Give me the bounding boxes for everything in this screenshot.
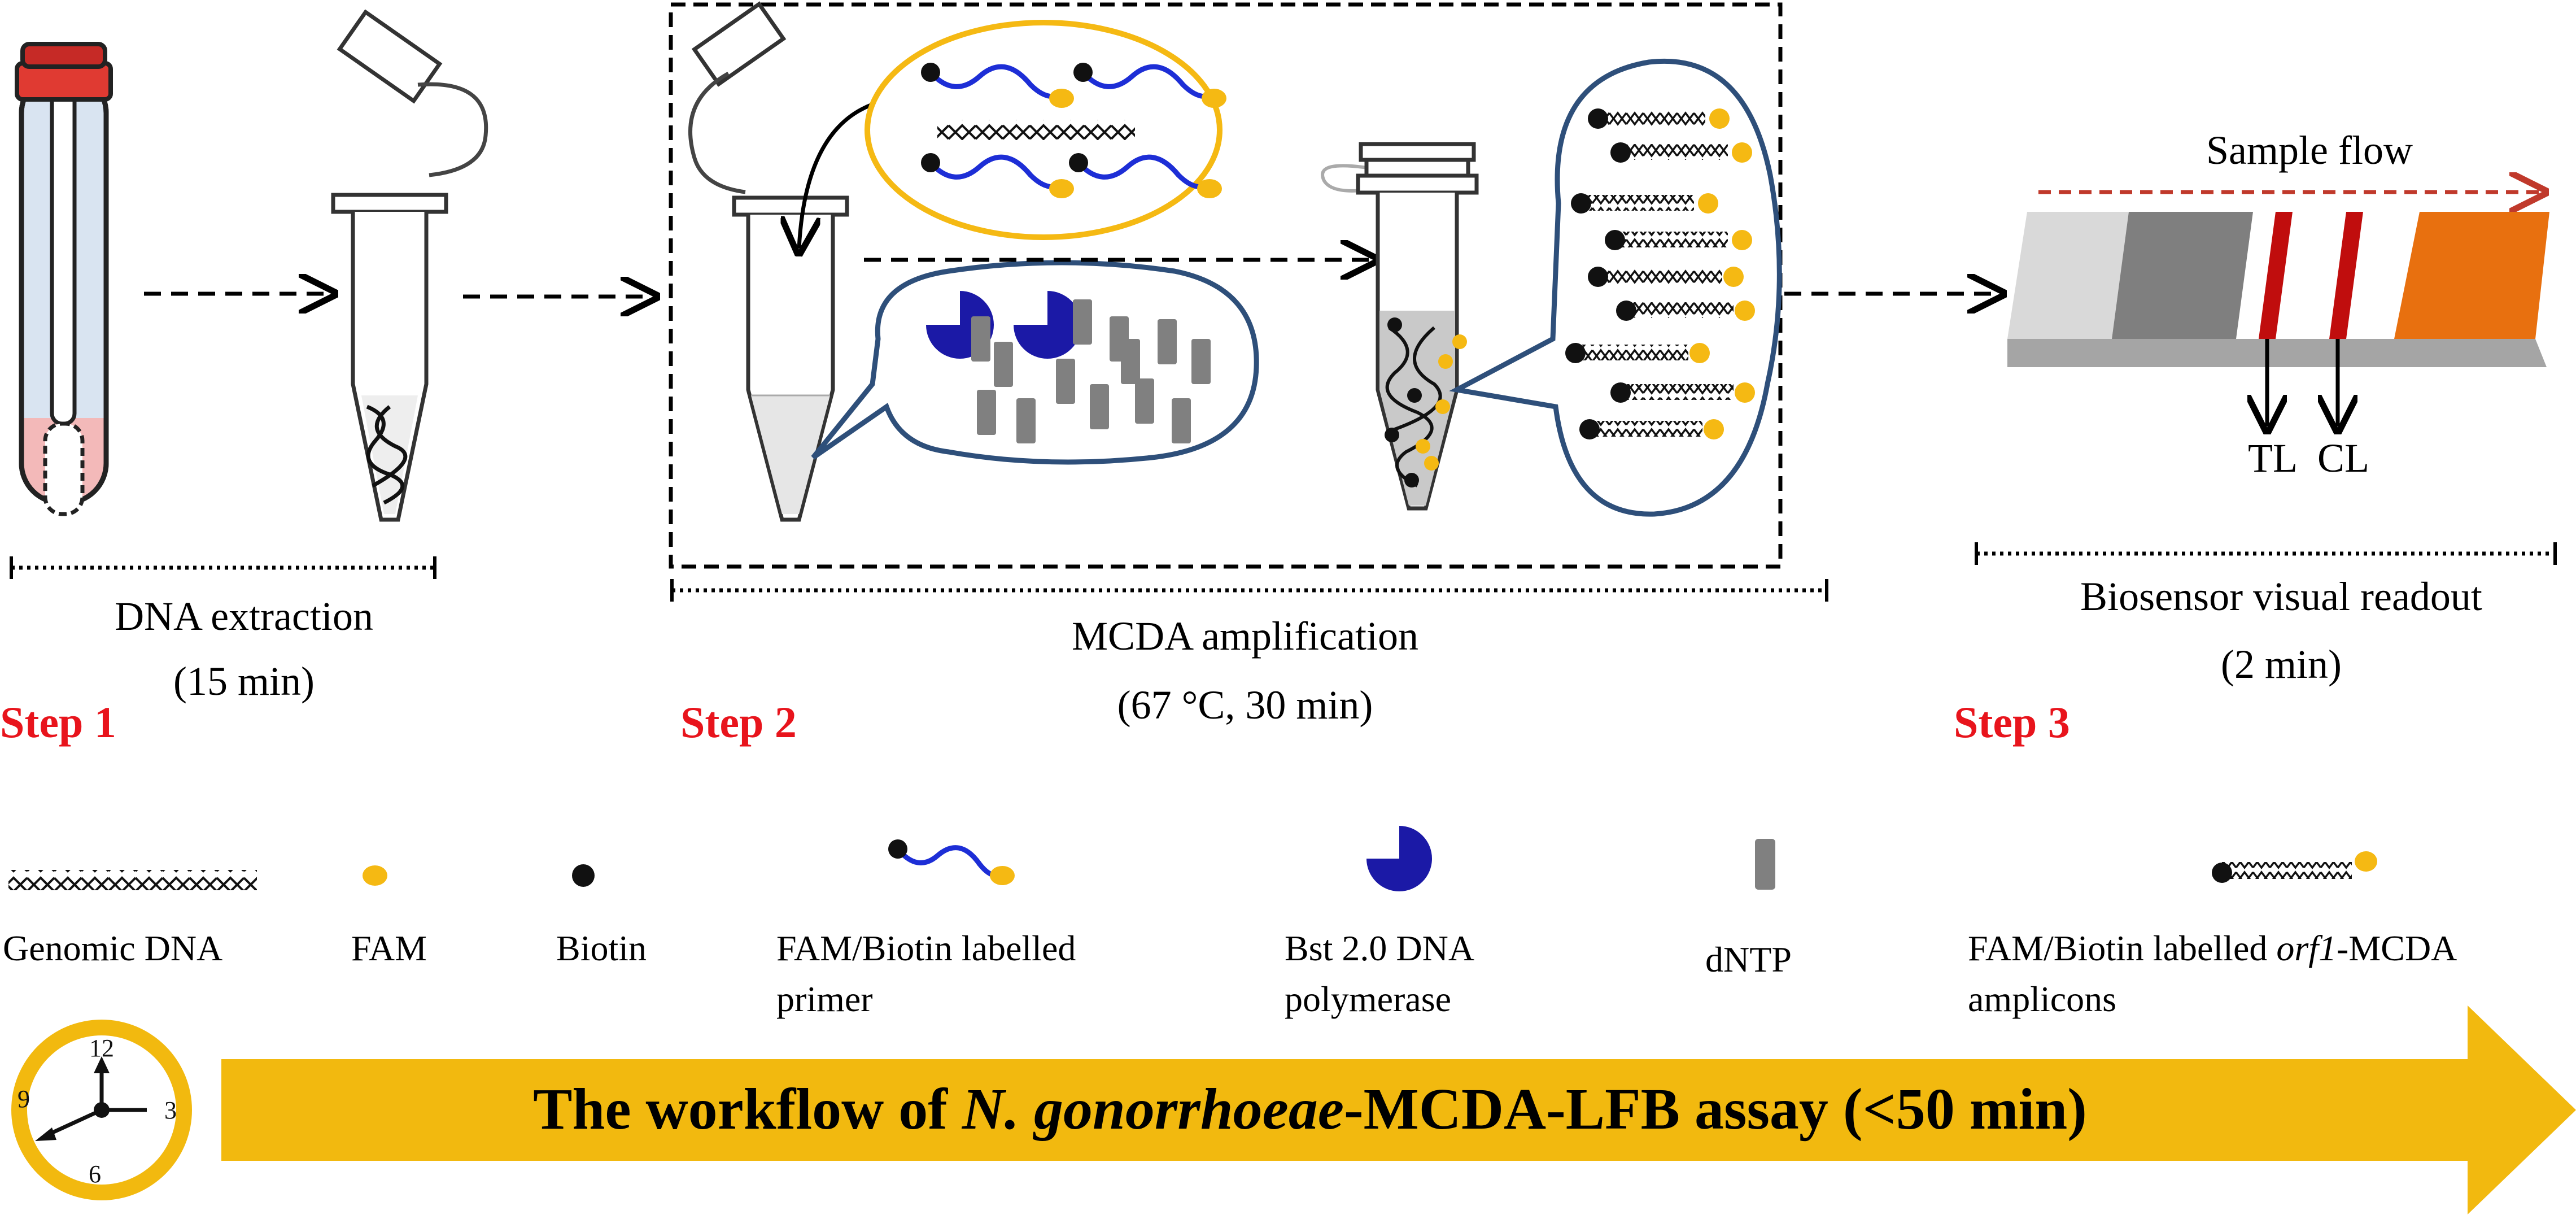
legend-dntp: dNTP: [1705, 939, 1792, 979]
sample-tube-icon: [15, 42, 113, 516]
clock-3: 3: [164, 1096, 177, 1124]
legend-fam: FAM: [351, 928, 427, 968]
step3-label: Step 3: [1954, 698, 2070, 747]
test-line-label: TL: [2248, 436, 2298, 481]
workflow-banner: [221, 1005, 2576, 1214]
clock-6: 6: [89, 1160, 101, 1188]
sample-flow-label: Sample flow: [2206, 128, 2413, 173]
legend-amplicon-line2: amplicons: [1968, 979, 2116, 1019]
step1-title: DNA extraction: [115, 594, 373, 639]
legend-amplicon-line1: FAM/Biotin labelled orf1-MCDA: [1968, 928, 2457, 968]
clock-icon: 12 3 6 9: [11, 1020, 192, 1200]
heated-tube-icon: [1321, 142, 1479, 511]
enzyme-bubble: [811, 260, 1259, 465]
reaction-tube-icon: [688, 1, 849, 522]
primer-icon: [888, 839, 1015, 885]
step1-time: (15 min): [173, 659, 315, 704]
dna-helix-icon: [8, 870, 257, 890]
dntp-icon: [1755, 839, 1775, 890]
primer-bubble: [865, 20, 1226, 240]
step2-label: Step 2: [680, 698, 797, 747]
step1-label: Step 1: [0, 698, 116, 747]
control-line-label: CL: [2317, 436, 2369, 481]
clock-12: 12: [89, 1034, 114, 1062]
banner-text: The workflow of N. gonorrhoeae-MCDA-LFB …: [533, 1077, 2087, 1142]
legend-primer-line1: FAM/Biotin labelled: [776, 928, 1076, 968]
polymerase-icon: [1366, 826, 1432, 891]
fam-icon: [363, 865, 387, 886]
step3-title: Biosensor visual readout: [2080, 574, 2482, 619]
legend-polymerase-line2: polymerase: [1285, 979, 1451, 1019]
legend-primer-line2: primer: [776, 979, 873, 1019]
legend-biotin: Biotin: [556, 928, 647, 968]
step2-title: MCDA amplification: [1072, 613, 1418, 659]
biotin-icon: [572, 864, 595, 887]
step2-time: (67 °C, 30 min): [1117, 682, 1373, 728]
legend-genomic-dna: Genomic DNA: [3, 928, 222, 968]
extraction-tube-icon: [331, 9, 488, 522]
legend-polymerase-line1: Bst 2.0 DNA: [1285, 928, 1474, 968]
clock-9: 9: [18, 1085, 30, 1113]
lateral-flow-strip: Sample flow TL CL: [2007, 128, 2549, 481]
amplicon-icon: [2212, 851, 2377, 883]
step3-time: (2 min): [2221, 642, 2342, 687]
legend: Genomic DNA FAM Biotin FAM/Biotin labell…: [3, 826, 2457, 1019]
amplicon-bubble: [1449, 58, 1782, 517]
